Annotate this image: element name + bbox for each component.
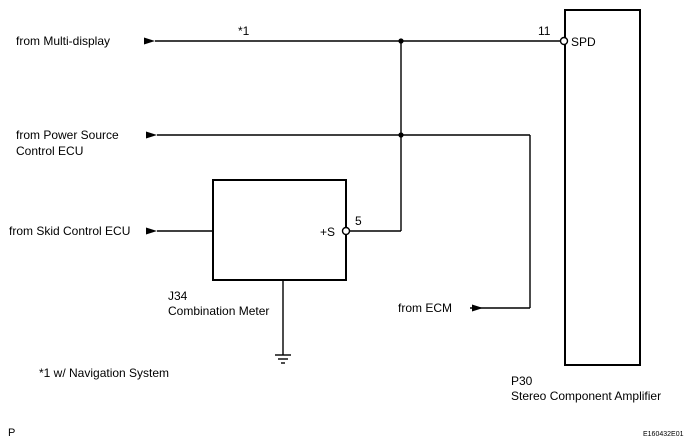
terminal-plus-s: [341, 226, 351, 236]
arrow-ecm: [472, 304, 483, 312]
arrow-power-source: [146, 131, 157, 139]
meter-name: Combination Meter: [168, 304, 269, 318]
label-power-source-2: Control ECU: [16, 144, 83, 158]
amplifier-id: P30: [511, 374, 533, 388]
corner-letter: P: [8, 427, 15, 439]
stereo-amplifier-box: [564, 9, 641, 366]
terminal-name-plus-s: +S: [320, 225, 335, 239]
footnote: *1 w/ Navigation System: [39, 366, 169, 380]
label-skid-control: from Skid Control ECU: [9, 224, 130, 238]
wire-note: *1: [238, 24, 250, 38]
meter-id: J34: [168, 289, 188, 303]
label-power-source-1: from Power Source: [16, 128, 119, 142]
pin-number-plus-s: 5: [355, 214, 362, 228]
pin-number-spd: 11: [538, 24, 551, 38]
label-ecm: from ECM: [398, 301, 452, 315]
arrow-skid-control: [146, 227, 157, 235]
figure-code: E160432E01: [643, 431, 684, 438]
ground-icon: [275, 354, 291, 364]
amplifier-name: Stereo Component Amplifier: [511, 389, 661, 403]
label-multi-display: from Multi-display: [16, 34, 110, 48]
terminal-spd: [559, 36, 569, 46]
junction-dot-top: [398, 38, 404, 44]
terminal-name-spd: SPD: [571, 35, 596, 49]
combination-meter-box: [212, 179, 347, 281]
arrow-multi-display: [144, 37, 155, 45]
